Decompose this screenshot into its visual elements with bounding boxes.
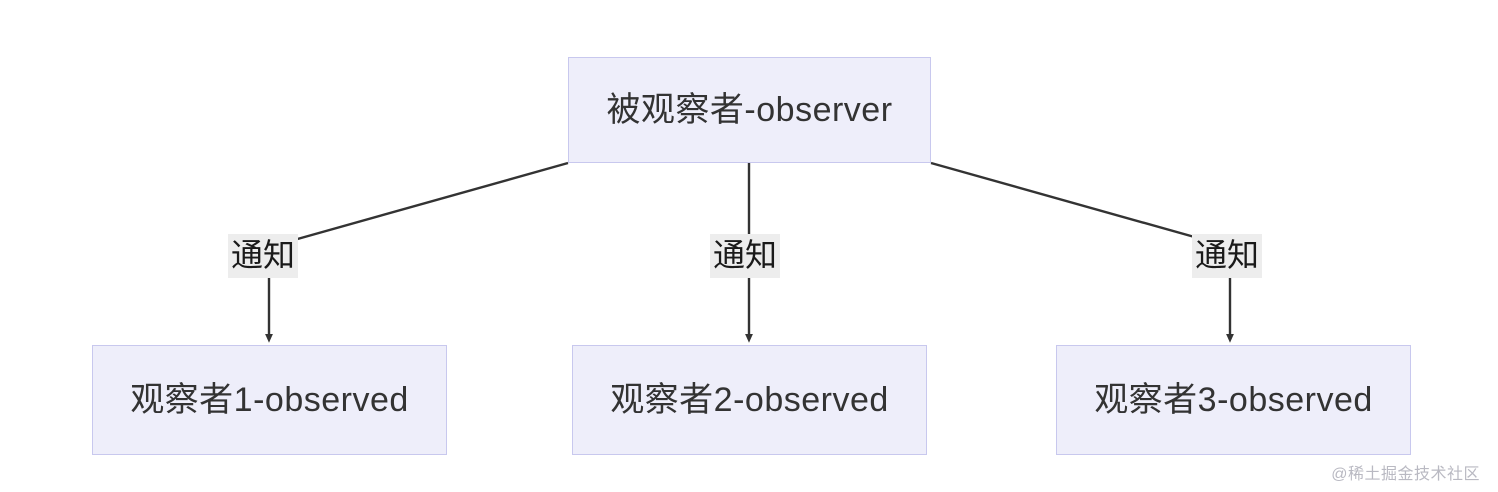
edge-label-notify-1: 通知 — [228, 234, 299, 278]
node-observer-1[interactable]: 观察者1-observed — [92, 345, 447, 455]
node-label: 观察者2-observed — [610, 381, 889, 419]
node-label: 观察者1-observed — [130, 381, 409, 419]
node-label: 观察者3-observed — [1094, 381, 1373, 419]
node-label: 被观察者-observer — [606, 91, 893, 129]
node-observer-subject[interactable]: 被观察者-observer — [568, 57, 931, 163]
node-observer-2[interactable]: 观察者2-observed — [572, 345, 927, 455]
edge-root-to-observer3 — [930, 161, 1231, 249]
edge-label-notify-3: 通知 — [1192, 234, 1263, 278]
edge-label-notify-2: 通知 — [710, 234, 781, 278]
watermark: @稀土掘金技术社区 — [1331, 466, 1480, 483]
node-observer-3[interactable]: 观察者3-observed — [1056, 345, 1411, 455]
edge-root-to-observer1 — [268, 161, 569, 249]
